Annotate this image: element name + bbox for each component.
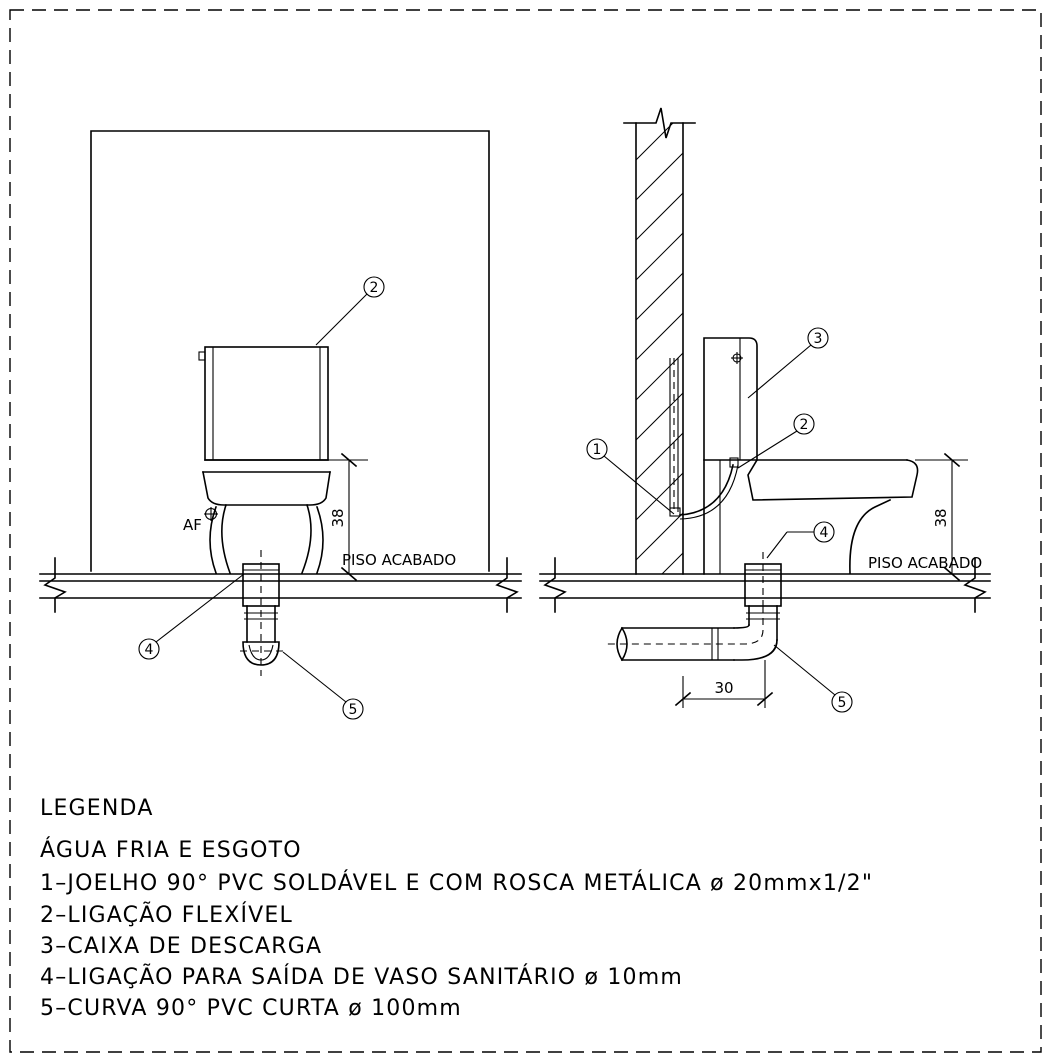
drawing-frame [9, 9, 1042, 1053]
callout-5-front: 5 [282, 651, 364, 720]
svg-text:1: 1 [593, 442, 602, 458]
legend-item: 4–LIGAÇÃO PARA SAÍDA DE VASO SANITÁRIO ø… [40, 963, 683, 990]
callout-5-section: 5 [773, 644, 853, 713]
legend-item: 1–JOELHO 90° PVC SOLDÁVEL E COM ROSCA ME… [40, 870, 873, 896]
callout-2-section: 2 [737, 413, 815, 469]
legend-item: 5–CURVA 90° PVC CURTA ø 100mm [40, 996, 462, 1021]
callout-4-front: 4 [138, 573, 245, 660]
svg-text:3: 3 [814, 331, 823, 347]
callout-2-front: 2 [315, 276, 385, 346]
label-piso-acabado-front: PISO ACABADO [342, 551, 456, 569]
label-piso-acabado-section: PISO ACABADO [868, 554, 982, 572]
legend-subtitle: ÁGUA FRIA E ESGOTO [40, 837, 302, 863]
svg-text:5: 5 [838, 695, 847, 711]
svg-text:2: 2 [800, 417, 809, 433]
svg-text:2: 2 [370, 280, 379, 296]
front-view [39, 130, 522, 676]
legend-title: LEGENDA [40, 796, 154, 821]
label-af: AF [183, 516, 202, 534]
svg-text:4: 4 [145, 642, 154, 658]
callout-3-section: 3 [747, 327, 829, 399]
dim-height-section: 38 [932, 508, 950, 527]
section-view [539, 107, 991, 708]
dim-height-front: 38 [329, 508, 347, 527]
legend-item: 3–CAIXA DE DESCARGA [40, 934, 322, 959]
dim-offset-section: 30 [714, 679, 733, 697]
svg-text:4: 4 [820, 525, 829, 541]
legend: LEGENDA ÁGUA FRIA E ESGOTO 1–JOELHO 90° … [40, 796, 873, 1021]
callout-4-section: 4 [766, 521, 835, 559]
callout-1-section: 1 [586, 438, 675, 515]
svg-text:5: 5 [349, 702, 358, 718]
legend-item: 2–LIGAÇÃO FLEXÍVEL [40, 901, 293, 928]
